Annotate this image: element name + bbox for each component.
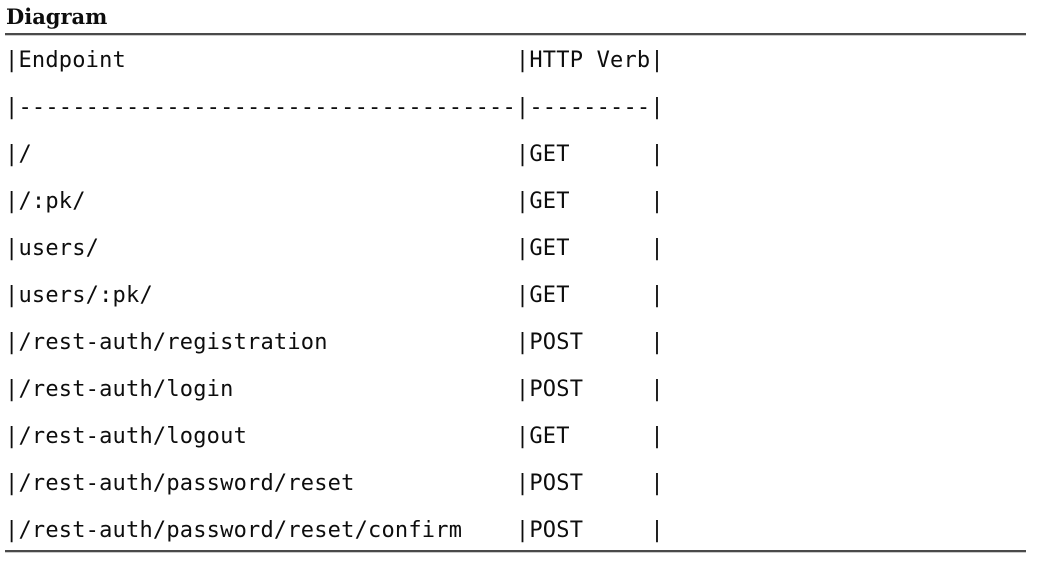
table-row: |/rest-auth/registration |POST | bbox=[5, 330, 664, 355]
table-row: |/rest-auth/password/reset/confirm |POST… bbox=[5, 518, 664, 543]
table-row: |/:pk/ |GET | bbox=[5, 189, 664, 214]
table-header-row: |Endpoint |HTTP Verb| bbox=[5, 48, 664, 73]
bottom-divider bbox=[5, 550, 1026, 552]
table-row: |/rest-auth/login |POST | bbox=[5, 377, 664, 402]
table-row: |/rest-auth/password/reset |POST | bbox=[5, 471, 664, 496]
document-page: Diagram |Endpoint |HTTP Verb| |----------… bbox=[5, 0, 1026, 552]
table-row: |/rest-auth/logout |GET | bbox=[5, 424, 664, 449]
endpoint-table: |Endpoint |HTTP Verb| |------------------… bbox=[5, 35, 1026, 554]
heading-divider bbox=[5, 33, 1026, 35]
table-row: |users/ |GET | bbox=[5, 236, 664, 261]
table-row: |/ |GET | bbox=[5, 142, 664, 167]
page-title: Diagram bbox=[6, 4, 108, 29]
table-separator-row: |-------------------------------------|-… bbox=[5, 95, 664, 120]
table-row: |users/:pk/ |GET | bbox=[5, 283, 664, 308]
